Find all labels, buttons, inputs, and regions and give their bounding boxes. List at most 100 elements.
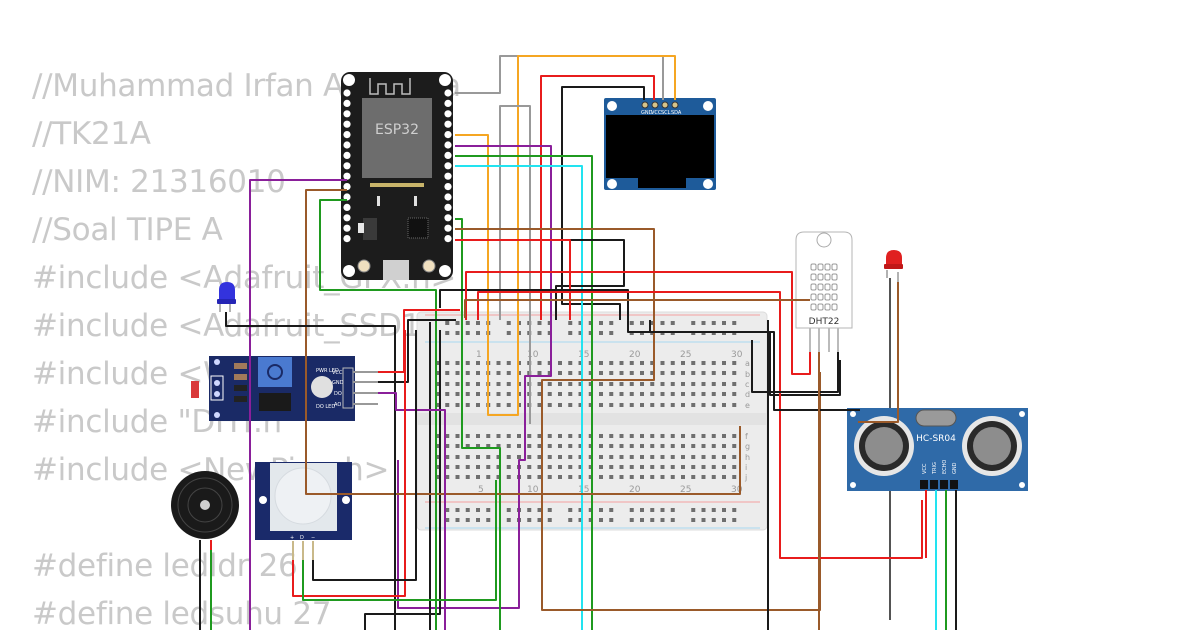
us-pin-trig: TRIG bbox=[932, 462, 938, 475]
breadboard-hole bbox=[537, 403, 542, 407]
breadboard-hole bbox=[588, 403, 593, 407]
breadboard-hole bbox=[558, 403, 562, 407]
oled-display[interactable]: GND VCC SCL SDA bbox=[604, 98, 716, 190]
dht22-vents bbox=[810, 263, 838, 311]
breadboard-hole bbox=[568, 361, 573, 365]
dht22-vent bbox=[817, 263, 824, 271]
red-wire bbox=[465, 271, 811, 375]
breadboard-hole bbox=[496, 434, 501, 438]
breadboard-hole bbox=[619, 361, 624, 365]
breadboard-hole bbox=[722, 475, 726, 479]
rail-hole bbox=[568, 518, 573, 522]
rail-hole bbox=[650, 508, 655, 512]
breadboard-hole bbox=[629, 475, 634, 479]
dht22-vent bbox=[810, 283, 817, 291]
breadboard-hole bbox=[547, 455, 552, 459]
esp32-pin bbox=[343, 120, 351, 128]
breadboard-hole bbox=[722, 403, 726, 407]
breadboard-hole bbox=[650, 382, 655, 386]
rail-hole bbox=[640, 508, 644, 512]
ultrasonic-sensor[interactable]: HC-SR04 VCC TRIG ECHO GND bbox=[847, 408, 1028, 491]
breadboard-hole bbox=[691, 392, 696, 396]
breadboard-hole bbox=[465, 403, 470, 407]
rail-hole bbox=[609, 518, 614, 522]
rail-hole bbox=[640, 321, 644, 325]
breadboard-hole bbox=[701, 392, 706, 396]
breadboard-hole bbox=[660, 392, 665, 396]
buzzer[interactable] bbox=[171, 471, 239, 539]
rail-hole bbox=[465, 508, 470, 512]
breadboard-hole bbox=[588, 475, 593, 479]
breadboard-hole bbox=[599, 465, 603, 469]
breadboard-hole bbox=[527, 475, 532, 479]
rail-hole bbox=[691, 518, 696, 522]
ldr-module[interactable]: VCC GND DO AO PWR LED DO LED bbox=[191, 356, 378, 421]
rail-hole bbox=[701, 508, 706, 512]
breadboard-hole bbox=[476, 444, 480, 448]
breadboard-hole bbox=[609, 361, 614, 365]
breadboard-hole bbox=[722, 371, 726, 375]
dht22-sensor[interactable]: DHT22 bbox=[795, 231, 853, 352]
pir-sensor[interactable]: + D − bbox=[255, 462, 352, 560]
breadboard-hole bbox=[506, 444, 511, 448]
rail-hole bbox=[711, 518, 716, 522]
esp32-board[interactable]: ESP32 bbox=[341, 72, 453, 280]
breadboard-hole bbox=[670, 444, 675, 448]
rail-hole bbox=[465, 331, 470, 335]
breadboard-hole bbox=[476, 371, 480, 375]
breadboard-hole bbox=[496, 392, 501, 396]
esp32-pin bbox=[343, 151, 351, 159]
breadboard-hole bbox=[506, 465, 511, 469]
breadboard-hole bbox=[629, 403, 634, 407]
rail-hole bbox=[732, 321, 737, 325]
esp32-pin bbox=[343, 193, 351, 201]
breadboard-hole bbox=[558, 382, 562, 386]
breadboard-hole bbox=[547, 475, 552, 479]
breadboard-hole bbox=[578, 434, 583, 438]
dht22-vent bbox=[831, 303, 838, 311]
rail-hole bbox=[445, 518, 450, 522]
rail-hole bbox=[629, 508, 634, 512]
breadboard-hole bbox=[588, 434, 593, 438]
rail-hole bbox=[578, 331, 583, 335]
dht22-vent bbox=[810, 303, 817, 311]
rail-hole bbox=[445, 321, 450, 325]
rail-hole bbox=[722, 508, 726, 512]
breadboard-hole bbox=[506, 455, 511, 459]
breadboard-hole bbox=[650, 403, 655, 407]
esp32-pin bbox=[444, 151, 452, 159]
breadboard-hole bbox=[619, 465, 624, 469]
brown-wire bbox=[858, 282, 899, 423]
breadboard-hole bbox=[578, 465, 583, 469]
breadboard-hole bbox=[650, 444, 655, 448]
breadboard-hole bbox=[711, 434, 716, 438]
breadboard-hole bbox=[619, 371, 624, 375]
breadboard-hole bbox=[691, 361, 696, 365]
column-number: 20 bbox=[629, 350, 641, 360]
breadboard-hole bbox=[506, 371, 511, 375]
breadboard-hole bbox=[691, 455, 696, 459]
breadboard-hole bbox=[455, 361, 460, 365]
breadboard-hole bbox=[722, 444, 726, 448]
breadboard-hole bbox=[445, 444, 450, 448]
rail-hole bbox=[629, 518, 634, 522]
oled-pin-scl: SCL bbox=[661, 110, 671, 116]
column-number: 5 bbox=[478, 485, 484, 495]
breadboard-hole bbox=[506, 361, 511, 365]
green-wire bbox=[302, 480, 497, 601]
breadboard-hole bbox=[711, 465, 716, 469]
breadboard-hole bbox=[691, 371, 696, 375]
breadboard-hole bbox=[599, 403, 603, 407]
breadboard-hole bbox=[568, 434, 573, 438]
breadboard-hole bbox=[547, 392, 552, 396]
breadboard-hole bbox=[732, 371, 737, 375]
breadboard-hole bbox=[578, 444, 583, 448]
ldr-pin-do: DO bbox=[334, 391, 342, 397]
breadboard-hole bbox=[650, 434, 655, 438]
pir-pin-gnd: − bbox=[311, 535, 315, 541]
breadboard-hole bbox=[558, 361, 562, 365]
rail-hole bbox=[650, 321, 655, 325]
rail-hole bbox=[670, 518, 675, 522]
rail-hole bbox=[547, 508, 552, 512]
blue-led[interactable] bbox=[217, 282, 236, 312]
